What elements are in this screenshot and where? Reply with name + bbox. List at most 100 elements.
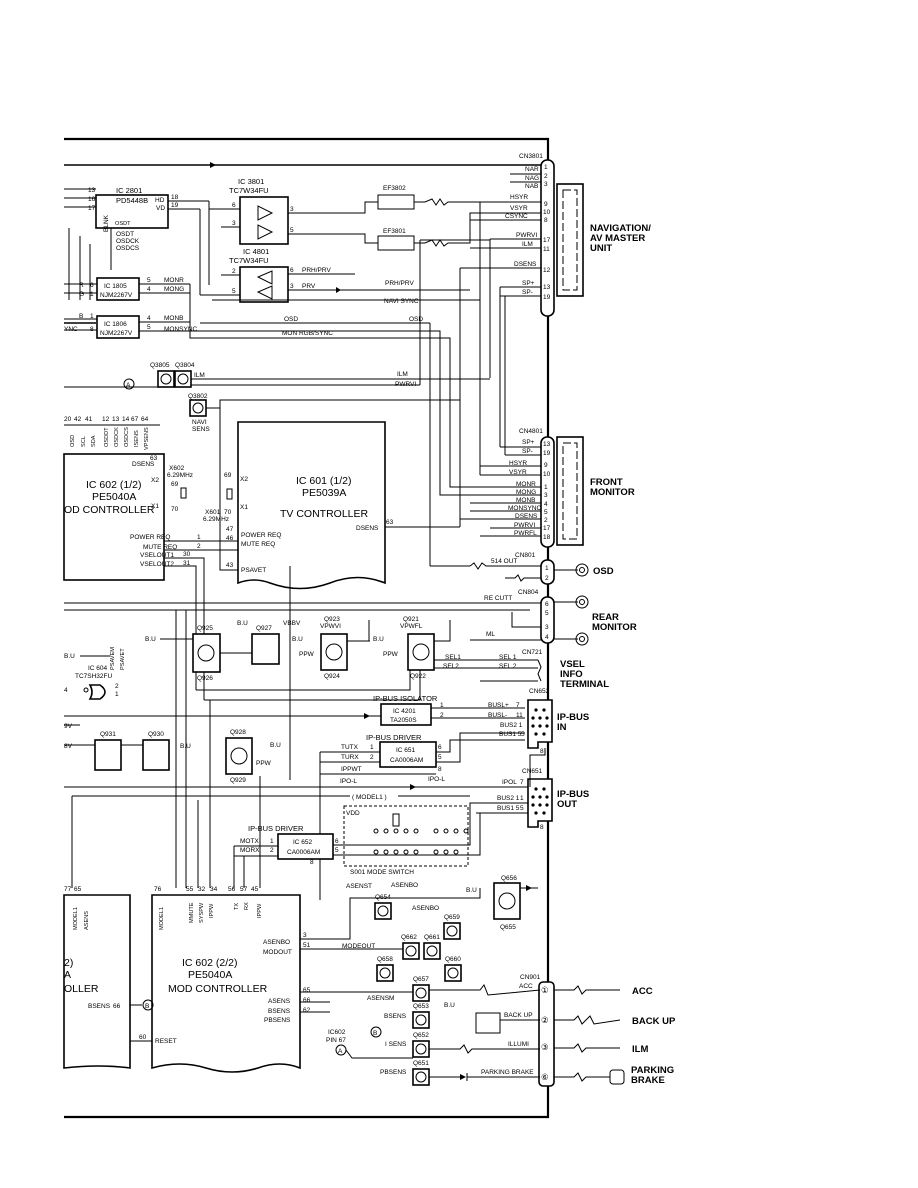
cn652-label: CN652 [529,688,550,695]
vsel-label-3: TERMINAL [560,679,609,690]
ic4801-ref: IC 4801 [243,247,269,256]
monr-label-ic1805: MONR [164,277,184,284]
svg-text:69: 69 [224,472,232,479]
morx-label: MORX [240,847,260,854]
cn4801-label: CN4801 [519,428,543,435]
svg-text:B: B [373,1030,377,1037]
svg-text:5: 5 [521,731,525,738]
ic602a-dsens: DSENS [132,461,155,468]
ic602b-name: MOD CONTROLLER [168,983,268,995]
cn901-pin-1: ① [541,985,549,995]
vpwvi-label: VPWVI [320,623,341,630]
cn4801-pin-19: 19 [543,450,551,457]
ml-label: ML [486,631,495,638]
svg-text:5: 5 [147,277,151,284]
ic2801 [95,194,169,229]
nab-label: NAB [525,183,538,190]
svg-text:2: 2 [197,543,201,550]
parking-brake-switch-icon [609,1069,625,1085]
ipbus-driver-1-title: IP-BUS DRIVER [366,733,422,742]
ic602b-modout: MODOUT [263,949,292,956]
ic602b-tx: TX [234,903,240,910]
pin-osd: OSD [70,435,76,447]
navigation-label-2: AV MASTER [590,233,645,244]
q660-label: Q660 [445,956,461,963]
motx-label: MOTX [240,838,259,845]
rear-monitor-label-2: MONITOR [592,622,637,633]
svg-text:A: A [338,1048,343,1055]
ic602b-mmute: MMUTE [189,902,195,923]
svg-text:8: 8 [310,859,314,866]
mong-label-ic1805: MONG [164,286,184,293]
ic602b-part: PE5040A [188,969,232,981]
bus1-5-out-label: BUS1 5 [497,805,520,812]
cn804-pin-6: 6 [545,601,549,608]
svg-text:1: 1 [370,744,374,751]
osd-output-label: OSD [593,566,614,577]
svg-text:5: 5 [232,288,236,295]
svg-text:6: 6 [232,202,236,209]
bsens-label-right: BSENS [384,1013,407,1020]
ic602b-syspw: SYSPW [199,902,205,923]
svg-text:13: 13 [88,187,96,194]
cn3801-pin-3: 3 [544,181,548,188]
svg-text:66: 66 [113,1003,121,1010]
cn804-pin-4: 4 [545,634,549,641]
ic601-ref: IC 601 (1/2) [296,475,351,487]
svg-text:18: 18 [171,194,179,201]
x602-freq: 6.29MHz [167,472,193,479]
psavet-label: PSAVET [120,648,126,670]
ic4201-part: TA2050S [390,717,417,724]
front-monitor-connector [556,436,584,546]
svg-text:6: 6 [290,267,294,274]
cn804-pin-3: 3 [545,624,549,631]
ic651 [379,741,437,768]
svg-text:32: 32 [198,886,206,893]
ipbus-in-label-1: IP-BUS [557,712,589,723]
pwrvi-front: PWRVI [514,522,535,529]
ppw-q921: PPW [383,651,399,658]
ic602-pin-label-1: IC602 [328,1029,346,1036]
cn3801-pin-2: 2 [544,173,548,180]
q3804-label: Q3804 [175,362,195,369]
mode-switch-label: S001 MODE SWITCH [350,869,414,876]
pwrfl-front: PWRFL [514,530,537,537]
ipbus-isolator-title: IP-BUS ISOLATOR [373,694,438,703]
x601-freq: 6.29MHz [203,516,229,523]
v8-label: 8V [64,743,73,750]
cn4801-pin-18: 18 [543,534,551,541]
ic602b-asens: ASENS [268,998,291,1005]
cn4801-pin-3: 3 [544,492,548,499]
cn4801-pin-9: 9 [544,462,548,469]
prh-label: PRH/PRV [302,267,331,274]
q661-label: Q661 [424,934,440,941]
svg-text:30: 30 [183,551,191,558]
sp-plus-front: SP+ [522,439,535,446]
ipbus-in-label-2: IN [557,722,567,733]
ic4801-part: TC7W34FU [229,256,269,265]
ic2801-osdck: OSDCK [116,238,140,245]
vsyr-front: VSYR [509,469,527,476]
ic1805-ref: IC 1805 [104,283,127,290]
left-asens: ASENS [84,911,90,930]
svg-text:8: 8 [540,748,544,755]
cn3801-pin-11: 11 [543,246,550,253]
cn3801-label: CN3801 [519,153,543,160]
ipbus-in-connector [527,699,553,749]
cn3801-pin-9: 9 [544,201,548,208]
svg-text:5: 5 [290,227,294,234]
svg-text:65: 65 [303,987,311,994]
svg-text:47: 47 [226,526,234,533]
sp-minus-label: SP- [522,289,533,296]
ic602b-bsens: BSENS [268,1008,291,1015]
svg-text:34: 34 [210,886,218,893]
q922-label: Q922 [410,673,426,680]
s14-out-label: 514 OUT [491,558,517,565]
ic602-pin-label-2: PIN 67 [326,1037,346,1044]
mong-front: MONG [516,489,536,496]
svg-text:X1: X1 [240,504,248,511]
asenbo-label-top: ASENBO [391,882,418,889]
ic4201 [380,703,432,726]
cn3801-connector [540,159,555,317]
